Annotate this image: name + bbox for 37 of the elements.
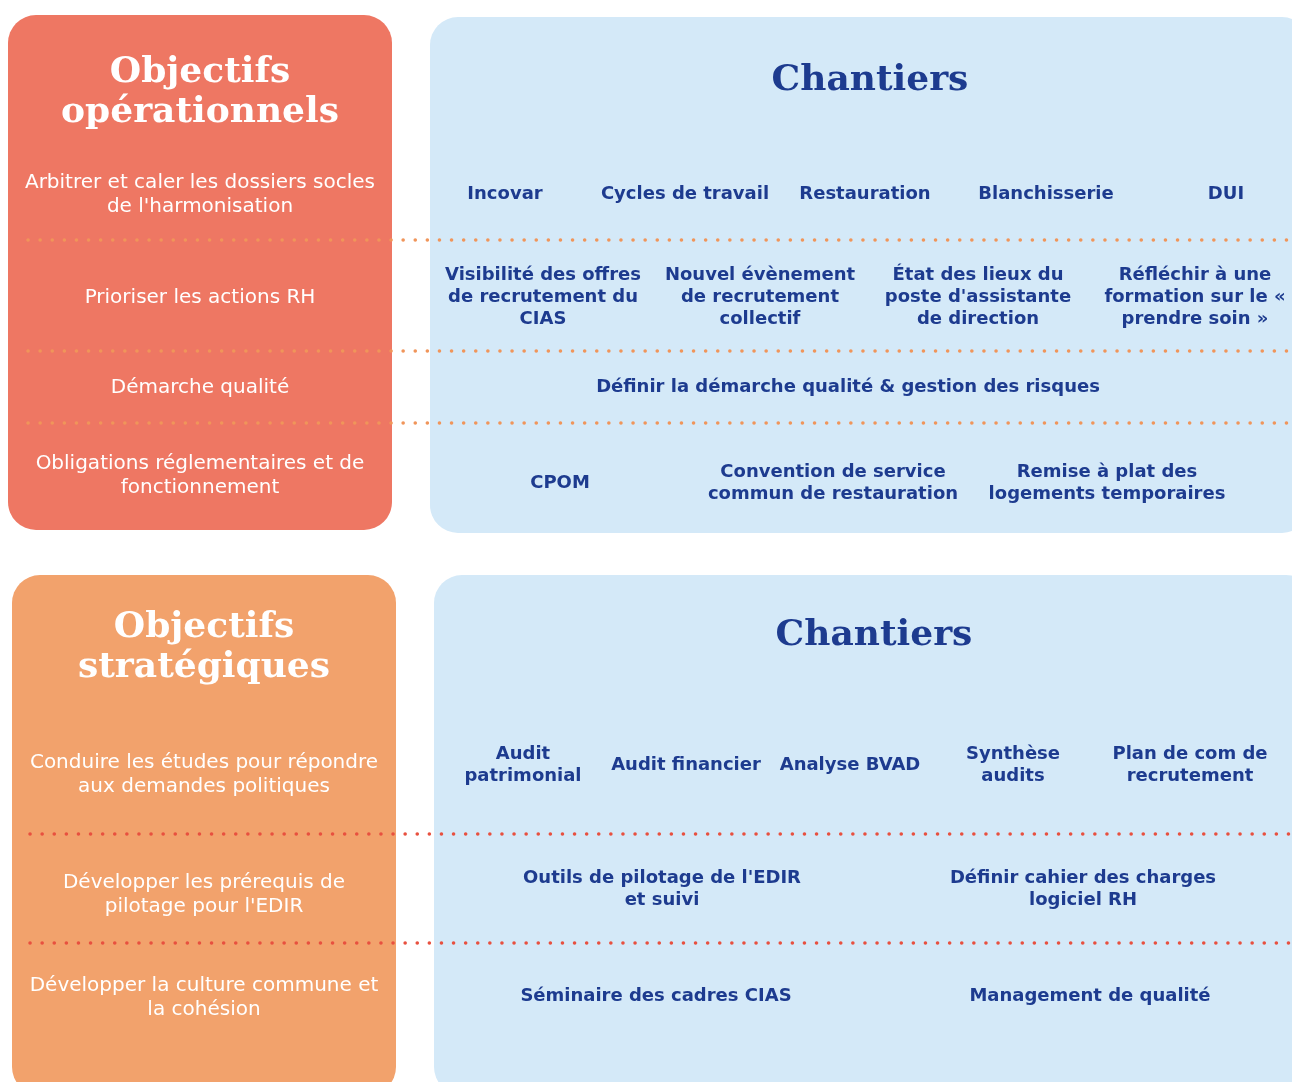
project-label: Audit patrimonial	[463, 742, 583, 786]
project-label: Analyse BVAD	[779, 753, 921, 775]
project-label: Blanchisserie	[978, 182, 1114, 204]
project-label: Visibilité des offres de recrutement du CIAS	[444, 263, 642, 329]
project-label: Convention de service commun de restauration	[706, 460, 960, 504]
project-label: Séminaire des cadres CIAS	[520, 984, 792, 1006]
project-label: CPOM	[530, 471, 590, 493]
panel-heading: Objectifs opérationnels	[60, 50, 340, 130]
objective-label: Démarche qualité	[110, 373, 290, 399]
project-label: Outils de pilotage de l'EDIR et suivi	[522, 866, 802, 910]
project-label: État des lieux du poste d'assistante de direction	[883, 263, 1073, 329]
objective-label: Développer les prérequis de pilotage pour l'EDIR	[61, 868, 347, 918]
panel-heading: Objectifs stratégiques	[76, 605, 332, 685]
panel-heading: Chantiers	[775, 613, 973, 653]
panel-heading: Chantiers	[771, 58, 969, 98]
project-label: Définir la démarche qualité & gestion des risques	[596, 375, 1100, 397]
project-label: Réfléchir à une formation sur le « prendre soin »	[1103, 263, 1287, 329]
projects-panel	[430, 17, 1292, 533]
project-label: Audit financier	[611, 753, 761, 775]
project-label: Cycles de travail	[600, 182, 770, 204]
projects-panel	[434, 575, 1292, 1082]
objectives-panel	[12, 575, 396, 1082]
objective-label: Conduire les études pour répondre aux demandes politiques	[28, 748, 380, 798]
project-label: Remise à plat des logements temporaires	[987, 460, 1227, 504]
objective-label: Arbitrer et caler les dossiers socles de l'harmonisation	[23, 168, 377, 218]
project-label: Plan de com de recrutement	[1111, 742, 1269, 786]
project-label: Nouvel évènement de recrutement collectif	[663, 263, 857, 329]
objectives-panel	[8, 15, 392, 530]
project-label: Management de qualité	[969, 984, 1211, 1006]
project-label: Restauration	[799, 182, 931, 204]
objective-label: Prioriser les actions RH	[84, 283, 316, 309]
project-label: DUI	[1207, 182, 1245, 204]
project-label: Définir cahier des charges logiciel RH	[948, 866, 1218, 910]
objective-label: Développer la culture commune et la cohésion	[28, 971, 380, 1021]
project-label: Incovar	[467, 182, 543, 204]
objective-label: Obligations réglementaires et de fonctionnement	[34, 449, 366, 499]
project-label: Synthèse audits	[964, 742, 1062, 786]
